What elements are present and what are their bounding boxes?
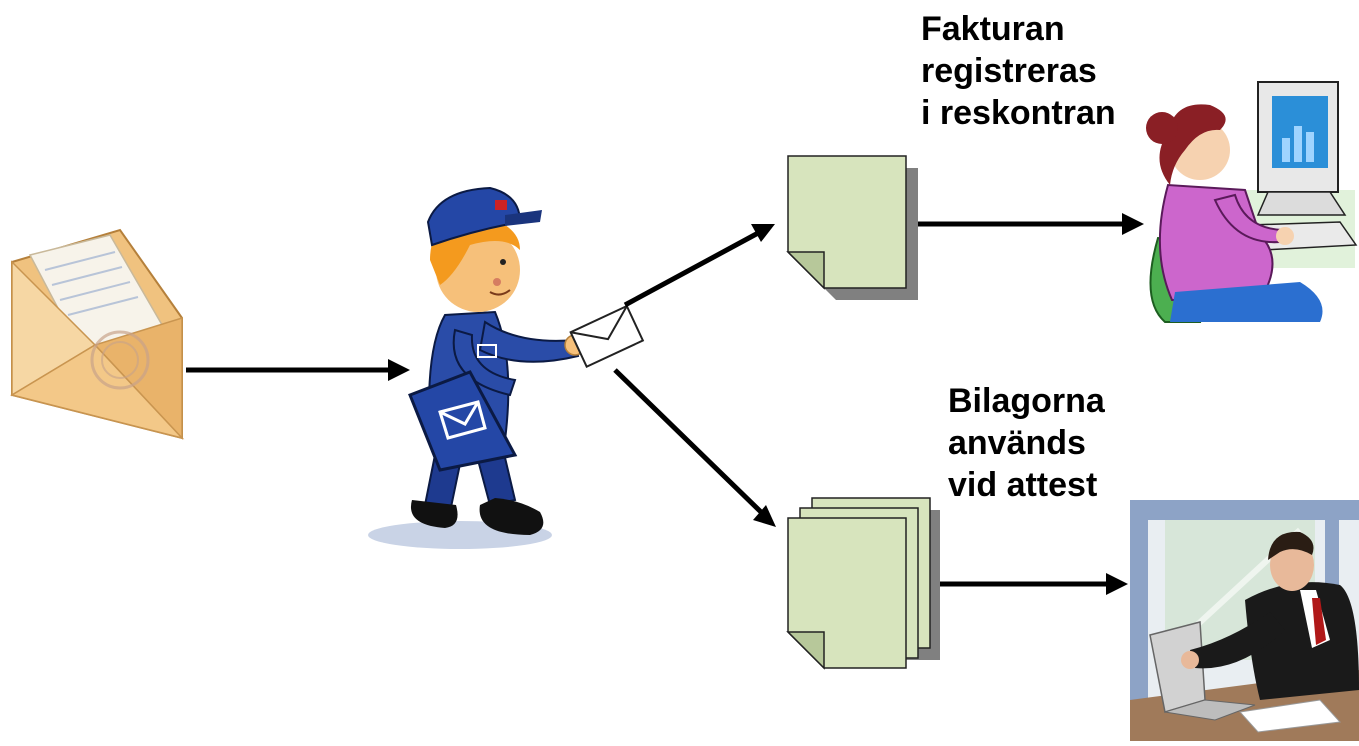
- arrow-attachments-to-approver: [940, 573, 1128, 595]
- attachments-approval-label: Bilagorna används vid attest: [948, 380, 1105, 506]
- arrow-envelope-to-postman: [186, 359, 410, 381]
- invoice-registration-label: Fakturan registreras i reskontran: [921, 8, 1116, 134]
- invoice-label-line-1: Fakturan: [921, 10, 1065, 48]
- woman-at-computer-icon: [1146, 81, 1358, 323]
- invoice-label-line-2: registreras: [921, 52, 1097, 90]
- arrow-postman-to-attachments: [613, 368, 776, 527]
- businessman-at-laptop-icon: [1130, 500, 1359, 741]
- attachments-label-line-3: vid attest: [948, 466, 1098, 504]
- document-stack-icon: [786, 497, 940, 670]
- arrow-postman-to-invoice: [623, 224, 775, 308]
- open-envelope-icon: [10, 228, 185, 440]
- invoice-label-line-3: i reskontran: [921, 94, 1116, 132]
- document-icon: [786, 155, 918, 300]
- attachments-label-line-1: Bilagorna: [948, 382, 1105, 420]
- postman-icon: [368, 186, 645, 549]
- attachments-label-line-2: används: [948, 424, 1086, 462]
- arrow-invoice-to-clerk: [918, 213, 1144, 235]
